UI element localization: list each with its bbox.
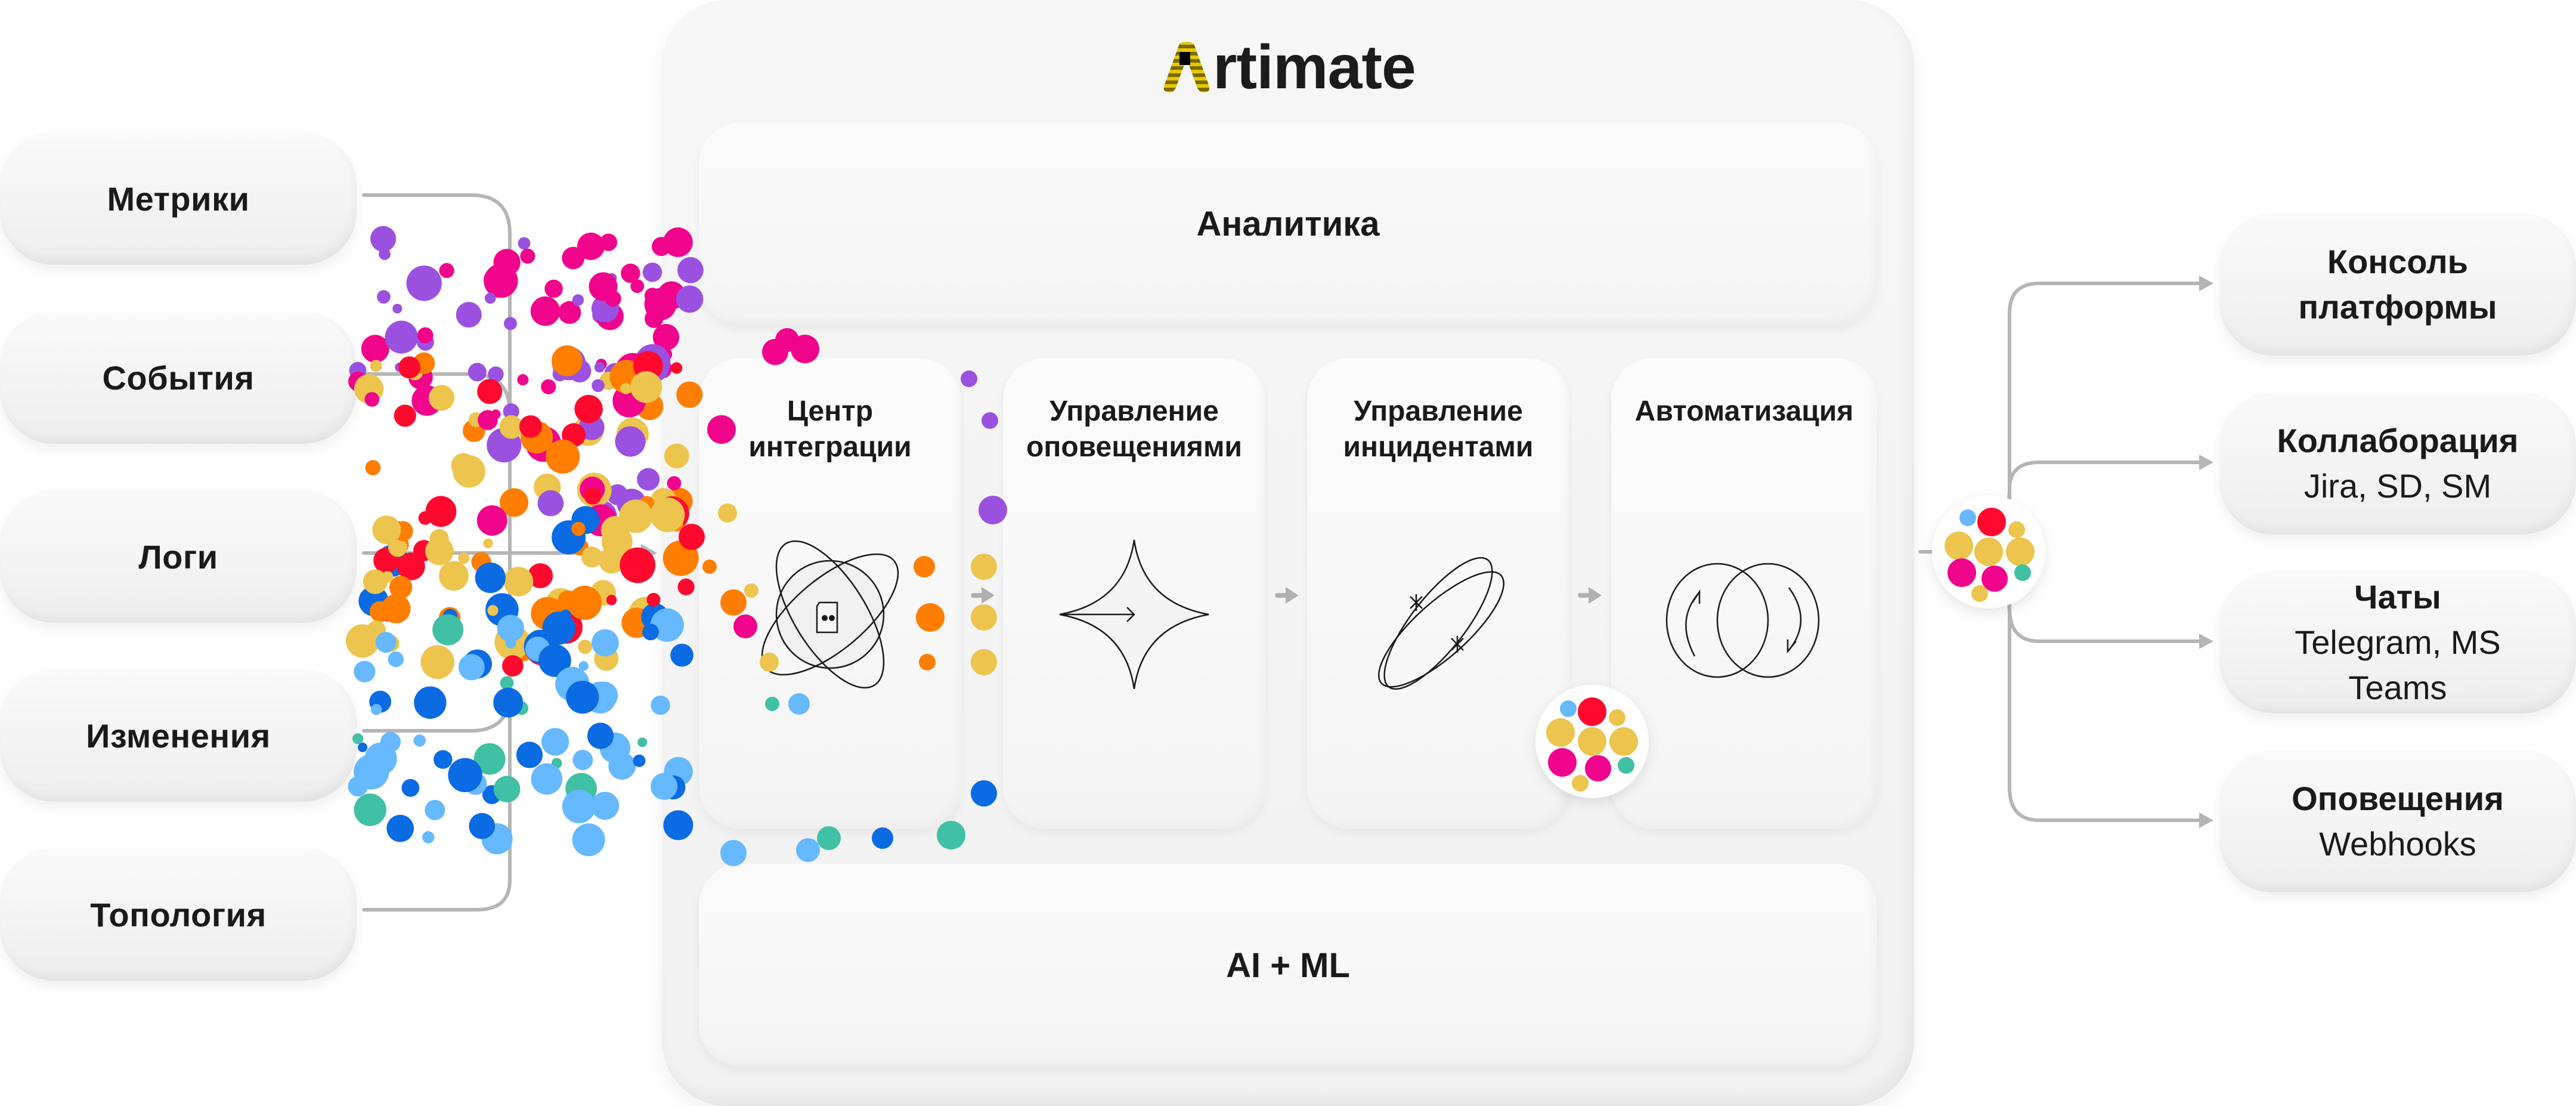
source-logs[interactable]: Логи — [0, 490, 357, 623]
output-notifications[interactable]: Оповещения Webhooks — [2219, 750, 2576, 892]
output-collaboration[interactable]: Коллаборация Jira, SD, SM — [2219, 393, 2576, 535]
output-chats[interactable]: Чаты Telegram, MS Teams — [2219, 571, 2576, 713]
source-label: Логи — [138, 537, 218, 576]
source-topology[interactable]: Топология — [0, 848, 357, 981]
output-subtitle: Webhooks — [2319, 825, 2476, 863]
module-alert-management[interactable]: Управление оповещениями — [1003, 358, 1265, 829]
module-title: Автоматизация — [1634, 396, 1854, 427]
output-text: Оповещения Webhooks — [2292, 776, 2504, 867]
source-changes[interactable]: Изменения — [0, 669, 357, 802]
output-title-line: платформы — [2298, 288, 2497, 326]
data-particles — [346, 225, 1007, 866]
source-label: Метрики — [107, 180, 250, 218]
output-title: Коллаборация — [2277, 422, 2519, 459]
flow-arrow-icon — [1578, 587, 1602, 604]
analytics-band[interactable]: Аналитика — [699, 122, 1877, 325]
module-title: Центр интеграции — [748, 396, 912, 463]
module-incident-management[interactable]: Управление инцидентами — [1307, 358, 1569, 829]
source-label: Изменения — [86, 716, 271, 755]
ai-ml-label: AI + ML — [1226, 946, 1350, 985]
output-subtitle-line: Teams — [2348, 669, 2447, 706]
source-connectors — [346, 193, 1007, 912]
cycle-circles-icon — [1665, 563, 1820, 678]
atom-plug-icon — [761, 540, 899, 689]
output-text: Чаты Telegram, MS Teams — [2295, 574, 2500, 710]
events-cluster-bubble — [1535, 685, 1649, 798]
output-subtitle: Jira, SD, SM — [2303, 467, 2492, 505]
source-label: Топология — [90, 895, 267, 934]
crossed-ellipses-icon — [1378, 557, 1504, 690]
output-platform-console[interactable]: Консоль платформы — [2219, 214, 2576, 356]
dots-cluster-icon — [1945, 508, 2035, 602]
output-text: Консоль платформы — [2298, 239, 2497, 330]
output-text: Коллаборация Jira, SD, SM — [2277, 418, 2519, 509]
logo-a-icon — [1163, 42, 1210, 92]
module-automation[interactable]: Автоматизация — [1611, 358, 1877, 829]
output-title: Чаты — [2354, 578, 2441, 616]
flow-arrow-icon — [971, 587, 995, 604]
module-title: Управление оповещениями — [1026, 396, 1242, 463]
brand-logo: rtimate — [1163, 32, 1416, 102]
analytics-label: Аналитика — [1196, 204, 1380, 243]
ai-ml-band[interactable]: AI + ML — [699, 864, 1877, 1067]
output-subtitle-line: Telegram, MS — [2295, 623, 2501, 661]
output-title-line: Консоль — [2327, 243, 2469, 280]
source-events[interactable]: События — [0, 311, 357, 444]
four-point-star-arrow-icon — [1059, 539, 1209, 690]
module-title: Управление инцидентами — [1343, 396, 1534, 463]
output-title: Оповещения — [2292, 780, 2504, 817]
flow-arrow-icon — [1275, 587, 1299, 604]
dots-cluster-icon — [1546, 697, 1638, 792]
output-cluster-bubble — [1932, 495, 2045, 608]
source-label: События — [102, 359, 255, 397]
brand-name: rtimate — [1213, 32, 1416, 102]
source-metrics[interactable]: Метрики — [0, 132, 357, 265]
